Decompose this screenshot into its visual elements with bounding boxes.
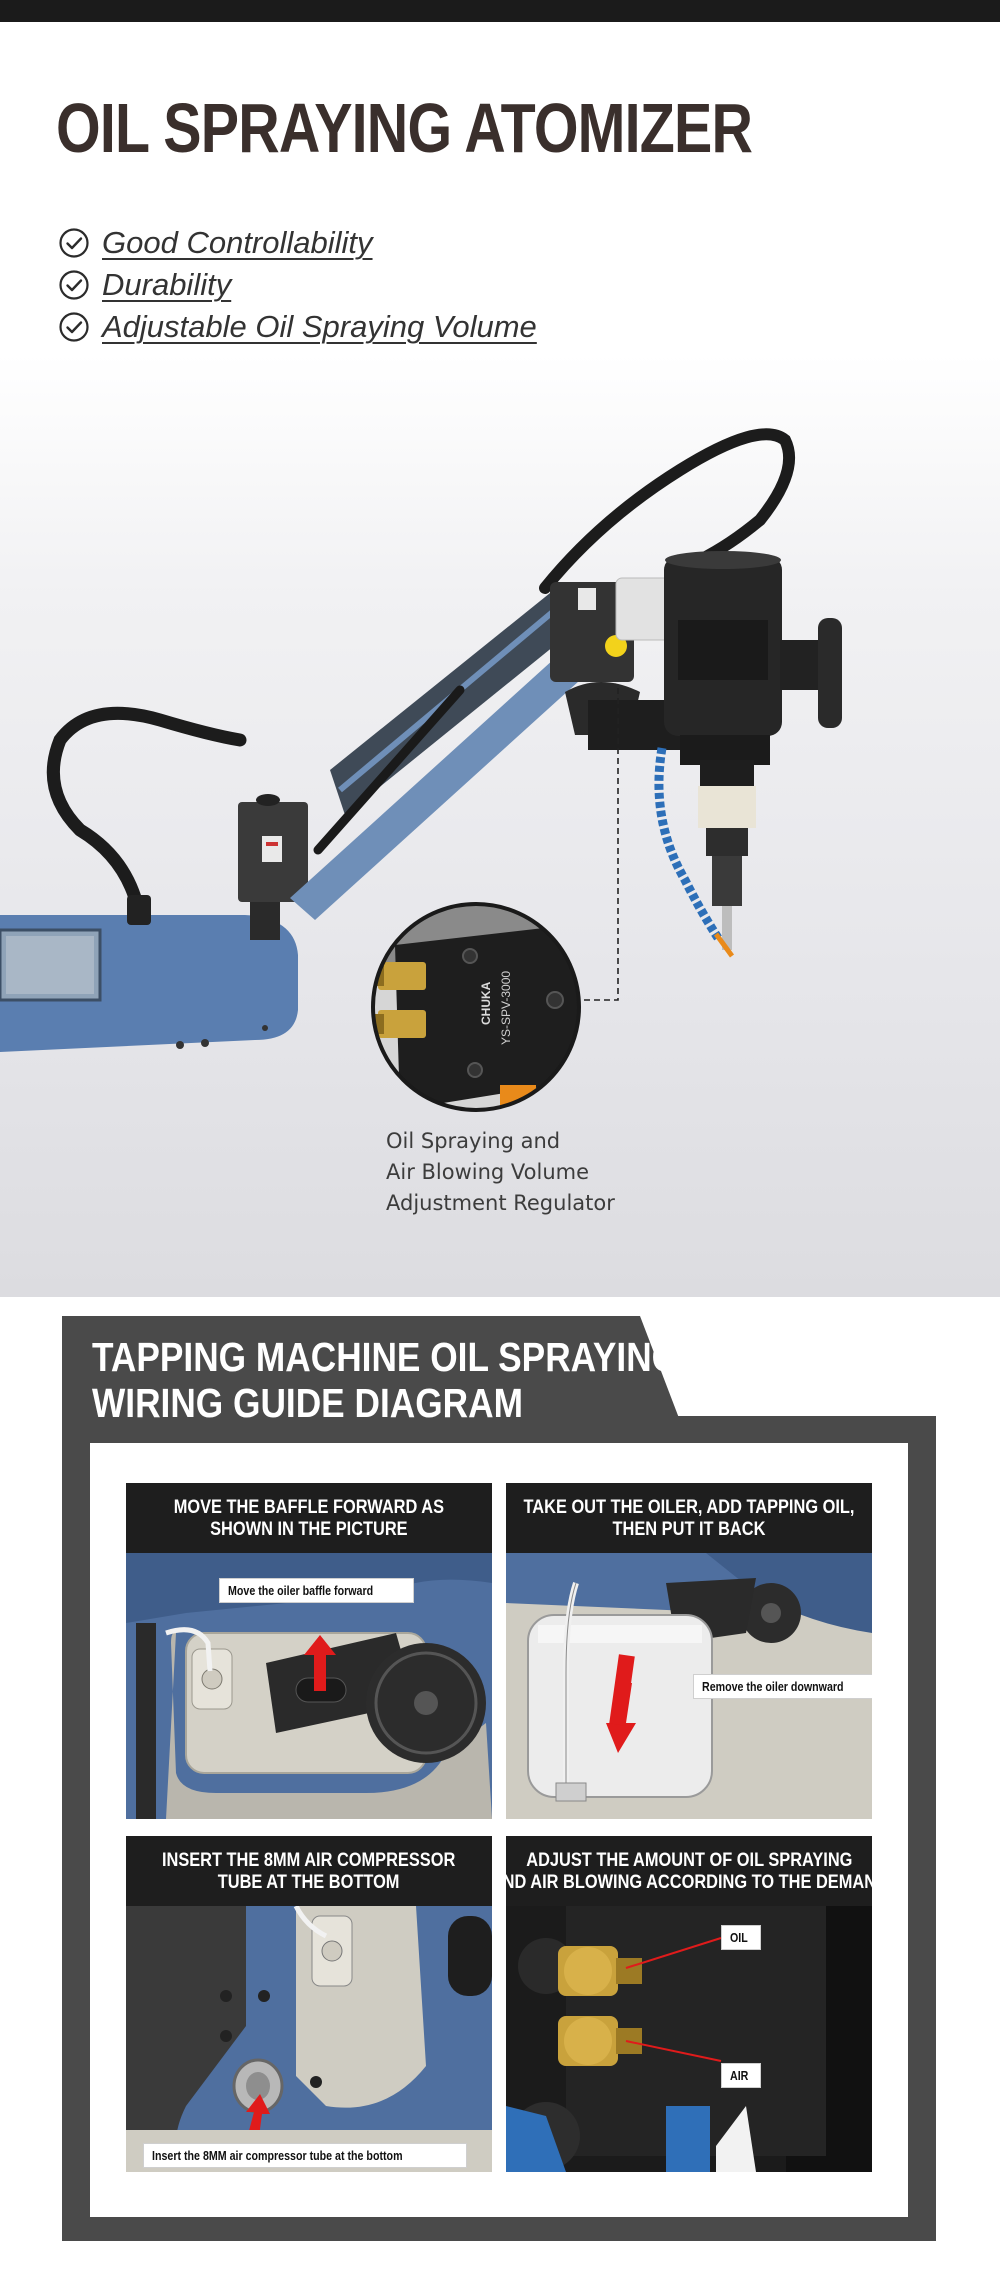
panel-heading-line: THEN PUT IT BACK bbox=[612, 1518, 766, 1540]
callout-label: Move the oiler baffle forward bbox=[220, 1579, 413, 1602]
motor-vents bbox=[678, 620, 768, 680]
spindle-collar bbox=[700, 760, 754, 786]
head-bracket bbox=[550, 582, 634, 682]
caption-line: Adjustment Regulator bbox=[386, 1191, 615, 1215]
top-bar bbox=[0, 0, 1000, 22]
check-circle-icon bbox=[59, 270, 89, 300]
feature-label: Durability bbox=[102, 267, 232, 302]
panel-heading-line: TAKE OUT THE OILER, ADD TAPPING OIL, bbox=[523, 1496, 855, 1518]
oiler-housing bbox=[615, 577, 673, 641]
callout-label: Insert the 8MM air compressor tube at th… bbox=[144, 2144, 466, 2167]
cable-gland bbox=[127, 895, 151, 925]
check-circle-icon bbox=[59, 228, 89, 258]
base-screw bbox=[176, 1041, 184, 1049]
warning-sticker bbox=[262, 836, 282, 862]
panel-heading: TAKE OUT THE OILER, ADD TAPPING OIL, THE… bbox=[506, 1483, 872, 1553]
lower-arm bbox=[290, 640, 600, 920]
guide-title: TAPPING MACHINE OIL SPRAYING WIRING GUID… bbox=[92, 1334, 680, 1426]
coolant-hose bbox=[654, 747, 722, 941]
base-screw bbox=[201, 1039, 209, 1047]
feature-list: Good Controllability Durability Adjustab… bbox=[58, 222, 537, 348]
panel-heading: INSERT THE 8MM AIR COMPRESSOR TUBE AT TH… bbox=[126, 1836, 492, 1906]
check-circle-icon bbox=[59, 312, 89, 342]
panel-heading: MOVE THE BAFFLE FORWARD AS SHOWN IN THE … bbox=[126, 1483, 492, 1553]
guide-panel-remove-oiler: TAKE OUT THE OILER, ADD TAPPING OIL, THE… bbox=[506, 1483, 872, 1819]
caption-line: Air Blowing Volume bbox=[386, 1160, 590, 1184]
feature-label: Good Controllability bbox=[102, 225, 373, 260]
page-title: OIL SPRAYING ATOMIZER bbox=[56, 89, 753, 167]
column-cap bbox=[256, 794, 280, 806]
panel-heading-line: AND AIR BLOWING ACCORDING TO THE DEMAND bbox=[506, 1871, 872, 1893]
arm-cable bbox=[539, 428, 796, 594]
air-tube-illustration bbox=[126, 1906, 492, 2172]
warning-sticker bbox=[578, 588, 596, 610]
regulator-model-label: YS-SPV-3000 bbox=[499, 971, 513, 1045]
regulator-caption: Oil Spraying and Air Blowing Volume Adju… bbox=[386, 1126, 686, 1219]
guide-panel-adjust-volume: ADJUST THE AMOUNT OF OIL SPRAYING AND AI… bbox=[506, 1836, 872, 2172]
feature-label: Adjustable Oil Spraying Volume bbox=[102, 309, 537, 344]
guide-title-tab bbox=[62, 1316, 682, 1426]
callout-air-label: AIR bbox=[722, 2064, 761, 2087]
warning-sticker-band bbox=[266, 842, 278, 846]
panel-heading: ADJUST THE AMOUNT OF OIL SPRAYING AND AI… bbox=[506, 1836, 872, 1906]
power-cable bbox=[46, 706, 247, 925]
tap-chuck bbox=[712, 856, 742, 906]
guide-title-line: TAPPING MACHINE OIL SPRAYING bbox=[92, 1334, 680, 1380]
spindle-nose bbox=[706, 828, 748, 856]
callout-leader-line bbox=[582, 688, 619, 1001]
spindle-housing bbox=[698, 786, 756, 828]
tapping-machine-illustration: YS-SPV-3000 CHUKA bbox=[0, 428, 842, 1112]
guide-panel-insert-tube: INSERT THE 8MM AIR COMPRESSOR TUBE AT TH… bbox=[126, 1836, 492, 2172]
operator-handle bbox=[818, 618, 842, 728]
guide-title-line: WIRING GUIDE DIAGRAM bbox=[92, 1380, 523, 1426]
panel-heading-line: INSERT THE 8MM AIR COMPRESSOR bbox=[162, 1849, 456, 1871]
feature-item: Adjustable Oil Spraying Volume bbox=[58, 306, 537, 348]
coolant-nozzle bbox=[713, 932, 735, 958]
regulator-brand-label: CHUKA bbox=[479, 981, 493, 1025]
handle-bracket bbox=[780, 640, 820, 690]
yellow-knob bbox=[605, 635, 627, 657]
panel-heading-line: TUBE AT THE BOTTOM bbox=[218, 1871, 400, 1893]
baffle-illustration bbox=[126, 1553, 492, 1819]
guide-panel-move-baffle: MOVE THE BAFFLE FORWARD AS SHOWN IN THE … bbox=[126, 1483, 492, 1819]
caption-line: Oil Spraying and bbox=[386, 1129, 561, 1153]
feature-item: Durability bbox=[58, 264, 537, 306]
magnifier-ring bbox=[371, 902, 581, 1112]
regulator-closeup bbox=[373, 904, 579, 1110]
tap-bit bbox=[722, 906, 732, 950]
panel-heading-line: ADJUST THE AMOUNT OF OIL SPRAYING bbox=[525, 1849, 853, 1871]
callout-oil-label: OIL bbox=[722, 1926, 760, 1949]
regulator-adjust-illustration bbox=[506, 1906, 872, 2172]
oiler-illustration bbox=[506, 1553, 872, 1819]
callout-label: Remove the oiler downward bbox=[694, 1675, 872, 1698]
panel-heading-line: MOVE THE BAFFLE FORWARD AS bbox=[173, 1496, 445, 1518]
motor-cap bbox=[665, 551, 781, 569]
panel-heading-line: SHOWN IN THE PICTURE bbox=[210, 1518, 408, 1540]
gas-spring bbox=[313, 685, 465, 855]
feature-item: Good Controllability bbox=[58, 222, 537, 264]
base-screw bbox=[262, 1025, 268, 1031]
machine-display-screen bbox=[6, 936, 94, 994]
